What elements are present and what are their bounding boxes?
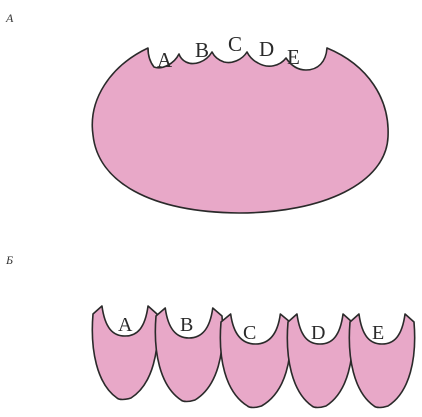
large-molecule [92, 48, 388, 213]
panel-b-label: Б [5, 253, 13, 267]
site-label-d-bottom: D [311, 322, 325, 344]
site-label-c-top: C [228, 32, 242, 56]
site-label-e-bottom: E [372, 322, 384, 344]
site-label-a-top: A [157, 48, 173, 72]
site-label-a-bottom: A [118, 314, 133, 336]
site-label-e-top: E [287, 45, 300, 69]
site-label-c-bottom: C [243, 322, 256, 344]
site-label-b-bottom: B [180, 314, 193, 336]
site-label-d-top: D [259, 37, 274, 61]
panel-a-label: А [5, 11, 14, 25]
site-label-b-top: B [195, 38, 209, 62]
large-molecule-body [92, 48, 388, 213]
